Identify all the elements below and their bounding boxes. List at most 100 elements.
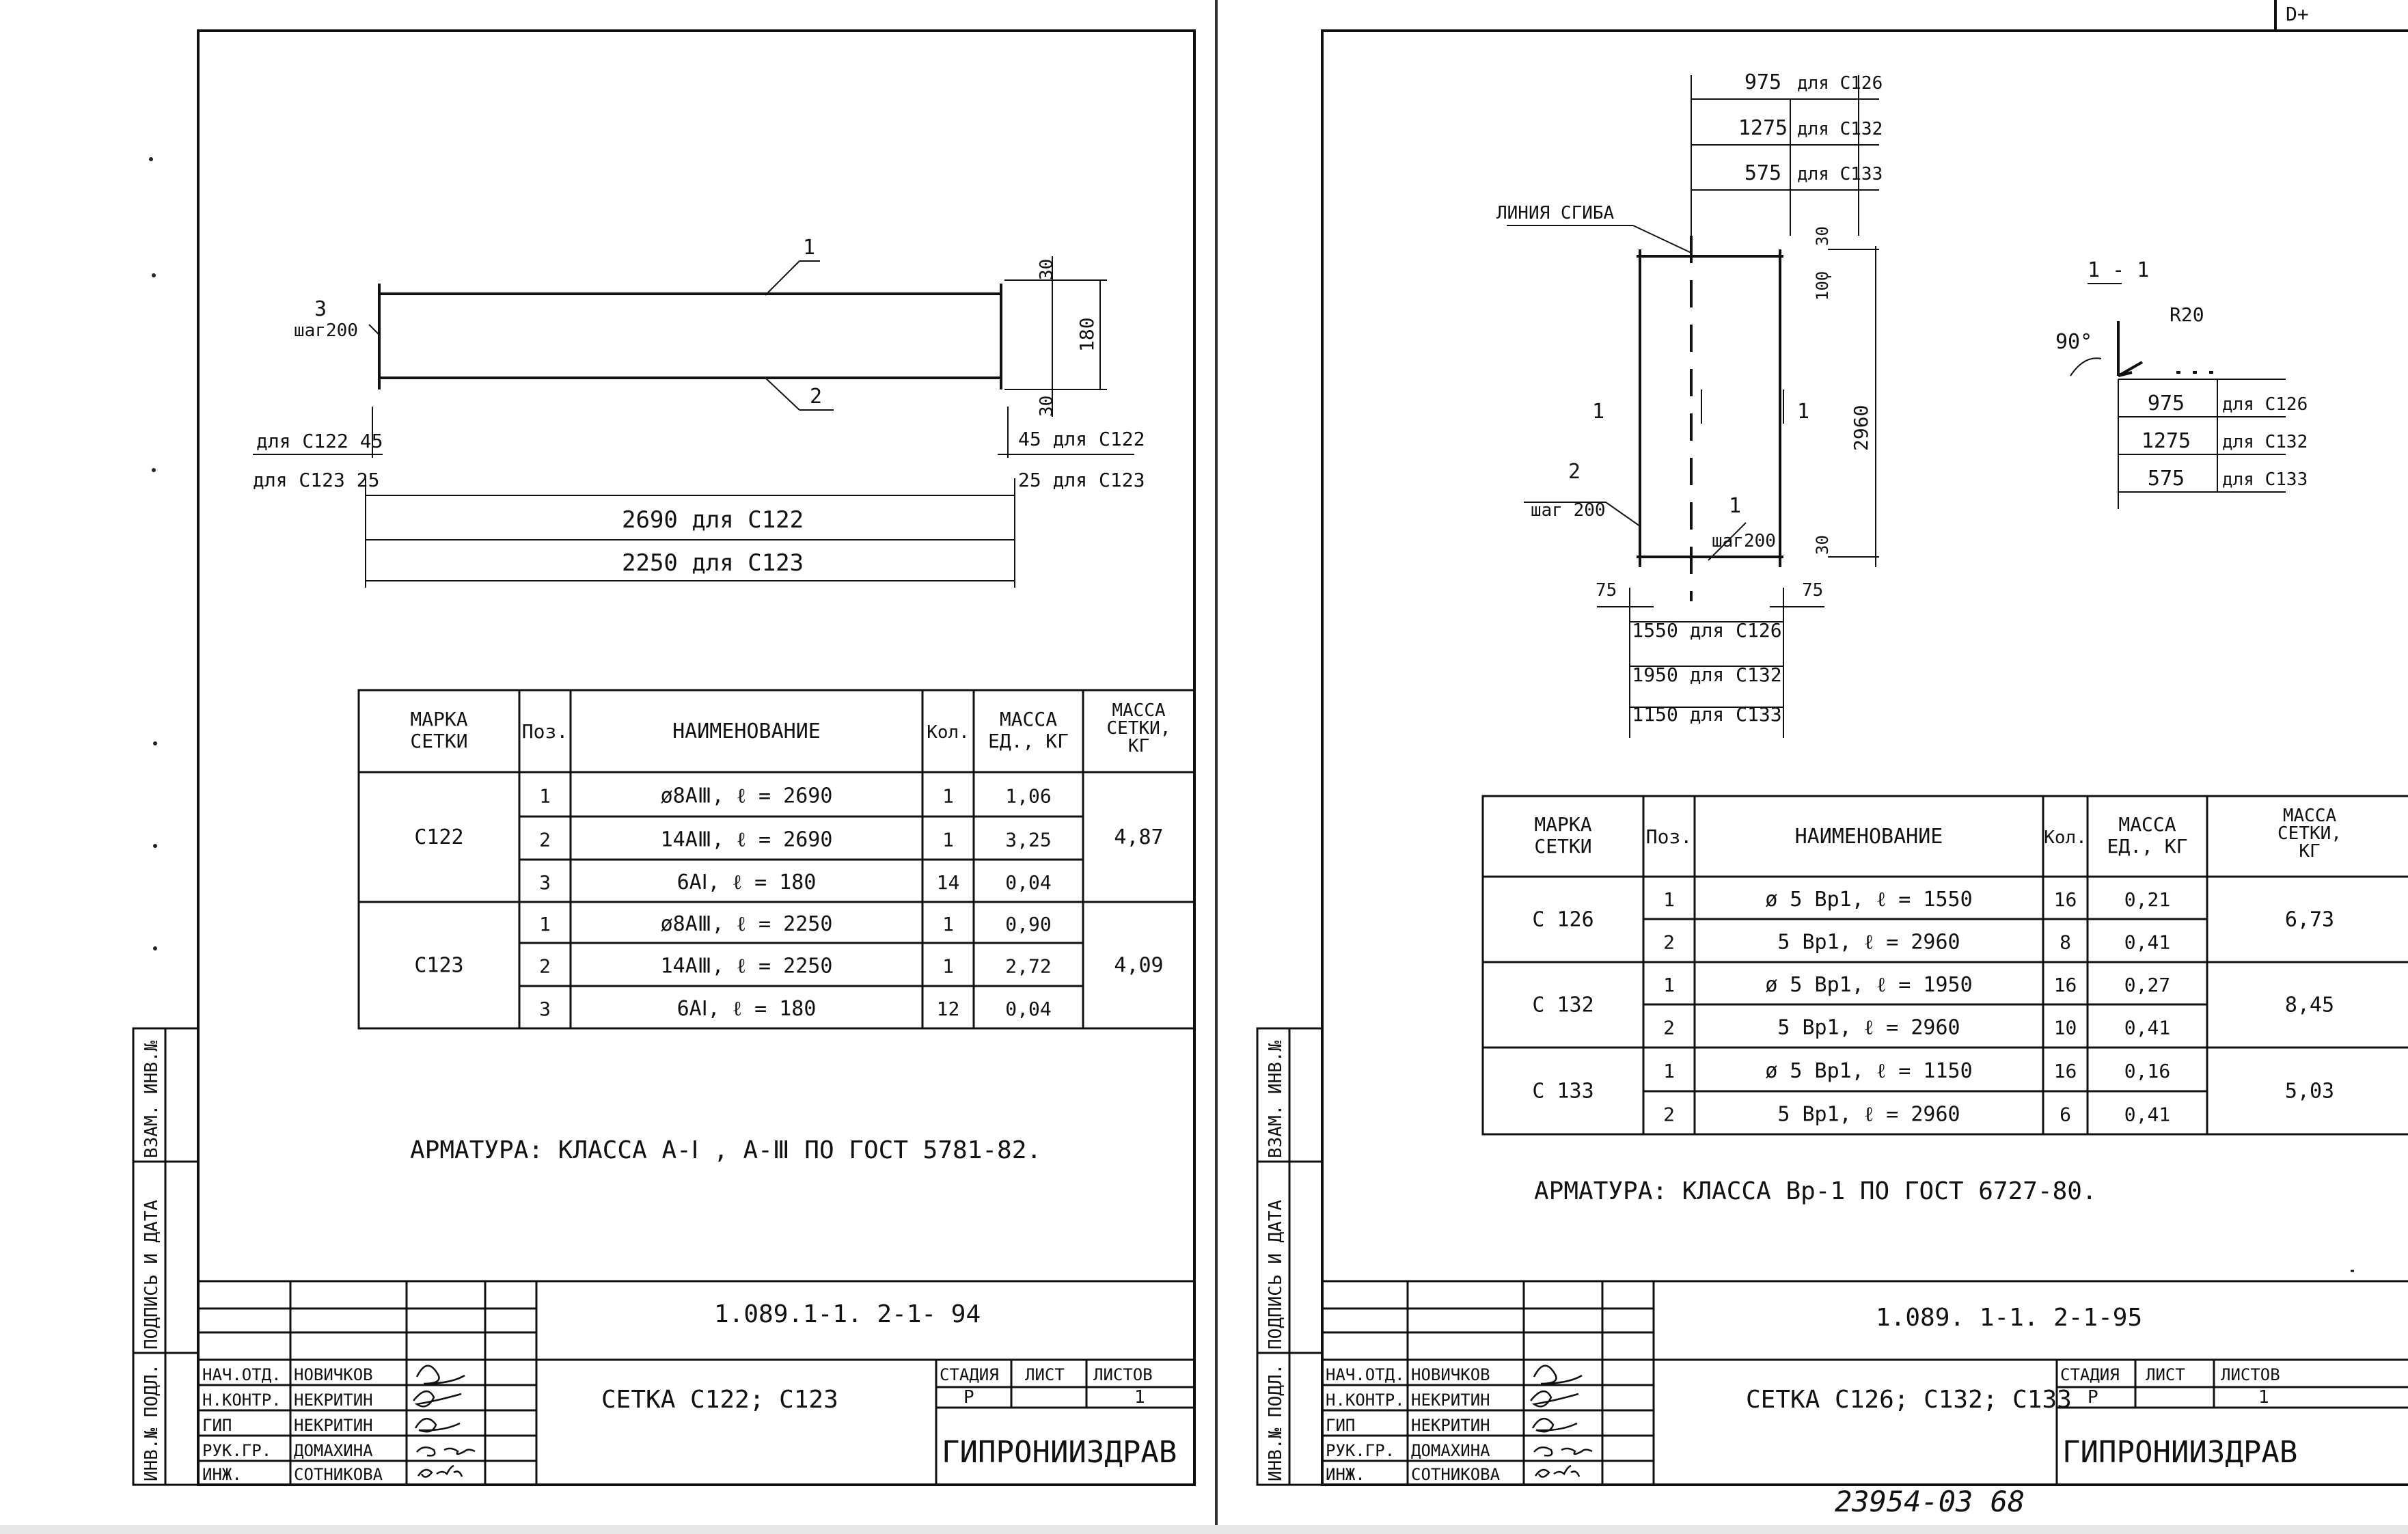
signer-name: НОВИЧКОВ bbox=[294, 1365, 373, 1384]
table-qty-cell: 16 bbox=[2054, 888, 2077, 911]
signer-role: ГИП bbox=[1326, 1416, 1355, 1435]
table-qty-cell: 10 bbox=[2054, 1017, 2077, 1039]
table-unit-mass-cell: 0,16 bbox=[2124, 1060, 2170, 1082]
table-mark-cell: С122 bbox=[414, 825, 463, 849]
left-sheets-value: 1 bbox=[1134, 1387, 1145, 1408]
table-header-unit-mass: МАССА bbox=[1000, 708, 1057, 730]
signer-name: НЕКРИТИН bbox=[294, 1391, 373, 1410]
left-length-c122: 2690 для С122 bbox=[622, 506, 804, 534]
table-unit-mass-cell: 0,04 bbox=[1005, 998, 1051, 1020]
right-dim-100: 100 bbox=[1813, 271, 1832, 301]
table-header-qty: Кол. bbox=[927, 722, 970, 743]
table-mark-cell: С123 bbox=[414, 954, 463, 978]
signer-role: Н.КОНТР. bbox=[202, 1391, 282, 1410]
table-pos-cell: 2 bbox=[1663, 931, 1675, 954]
right-dim-75-left: 75 bbox=[1596, 580, 1617, 601]
bottom-dim: 1550 для С126 bbox=[1632, 619, 1781, 642]
bottom-dim: 1150 для С133 bbox=[1632, 703, 1781, 726]
table-header-mark: СЕТКИ bbox=[410, 730, 467, 752]
right-reinforcement-note: АРМАТУРА: КЛАССА Вр-1 ПО ГОСТ 6727-80. bbox=[1534, 1177, 2097, 1205]
table-pos-cell: 2 bbox=[539, 955, 551, 978]
table-mark-cell: С 132 bbox=[1532, 994, 1593, 1017]
scan-dot bbox=[153, 741, 157, 745]
table-header-name: НАИМЕНОВАНИЕ bbox=[672, 720, 821, 743]
table-header-qty: Кол. bbox=[2044, 827, 2087, 848]
table-qty-cell: 12 bbox=[937, 998, 960, 1020]
table-header-pos: Поз. bbox=[522, 720, 568, 743]
table-name-cell: ø 5 Вр1, ℓ = 1550 bbox=[1765, 888, 1972, 912]
table-total-mass-cell: 5,03 bbox=[2285, 1080, 2334, 1104]
left-stamp-inv-replace: ВЗАМ. ИНВ.№ bbox=[141, 1040, 162, 1158]
left-dim-30-top: 30 bbox=[1037, 259, 1057, 280]
table-total-mass-cell: 6,73 bbox=[2285, 908, 2334, 932]
table-name-cell: 6АⅠ, ℓ = 180 bbox=[677, 871, 817, 894]
table-name-cell: 5 Вр1, ℓ = 2960 bbox=[1777, 1103, 1960, 1127]
table-pos-cell: 3 bbox=[539, 871, 551, 894]
right-stamp-inv-replace: ВЗАМ. ИНВ.№ bbox=[1265, 1040, 1286, 1158]
signer-role: ИНЖ. bbox=[1326, 1465, 1365, 1484]
table-qty-cell: 14 bbox=[937, 871, 960, 894]
top-dim-value: 975 bbox=[1745, 70, 1781, 94]
right-dim-75-right: 75 bbox=[1802, 580, 1823, 601]
right-org-name: ГИПРОНИИЗДРАВ bbox=[2062, 1435, 2297, 1470]
left-sheets-label: ЛИСТОВ bbox=[1093, 1365, 1153, 1384]
table-qty-cell: 1 bbox=[942, 785, 954, 808]
archive-number: 23954-03 68 bbox=[1835, 1485, 2025, 1518]
right-frame bbox=[1321, 0, 2408, 1486]
scan-dot bbox=[153, 946, 157, 950]
table-unit-mass-cell: 0,04 bbox=[1005, 871, 1051, 894]
section-dim-value: 1275 bbox=[2142, 429, 2191, 453]
table-total-mass-cell: 8,45 bbox=[2285, 994, 2334, 1017]
table-qty-cell: 1 bbox=[942, 829, 954, 851]
signer-name: НЕКРИТИН bbox=[1411, 1416, 1490, 1435]
table-pos-cell: 3 bbox=[539, 998, 551, 1020]
signer-role: НАЧ.ОТД. bbox=[1326, 1365, 1405, 1384]
table-name-cell: 14АⅢ, ℓ = 2250 bbox=[661, 955, 833, 978]
table-name-cell: ø 5 Вр1, ℓ = 1950 bbox=[1765, 973, 1972, 997]
right-section-title: 1 - 1 bbox=[2088, 258, 2149, 282]
signer-role: ГИП bbox=[202, 1416, 232, 1435]
right-pos1-label: 1 bbox=[1729, 494, 1741, 518]
left-dim-180: 180 bbox=[1076, 317, 1098, 352]
right-sheets-value: 1 bbox=[2258, 1387, 2269, 1408]
signer-name: ДОМАХИНА bbox=[294, 1441, 373, 1460]
table-header-mark: СЕТКИ bbox=[1534, 835, 1591, 858]
table-qty-cell: 1 bbox=[942, 913, 954, 935]
right-corner-mark: D+ bbox=[2286, 3, 2309, 25]
table-pos-cell: 2 bbox=[1663, 1104, 1675, 1126]
table-unit-mass-cell: 0,41 bbox=[2124, 931, 2170, 954]
table-name-cell: 5 Вр1, ℓ = 2960 bbox=[1777, 931, 1960, 955]
signer-role: Н.КОНТР. bbox=[1326, 1391, 1405, 1410]
table-mark-cell: С 133 bbox=[1532, 1080, 1593, 1104]
signer-role: ИНЖ. bbox=[202, 1465, 242, 1484]
table-pos-cell: 1 bbox=[1663, 888, 1675, 911]
table-pos-cell: 1 bbox=[539, 785, 551, 808]
sheet-separator bbox=[1215, 0, 1218, 1534]
right-pos2-note: шаг 200 bbox=[1531, 500, 1606, 521]
left-stamp-inv-orig: ИНВ.№ ПОДЛ. bbox=[141, 1364, 162, 1481]
top-dim-label: для С132 bbox=[1797, 119, 1883, 139]
table-header-total-mass: СЕТКИ, bbox=[1107, 718, 1171, 739]
table-pos-cell: 1 bbox=[1663, 1060, 1675, 1082]
table-header-unit-mass: МАССА bbox=[2118, 813, 2176, 836]
top-dim-label: для С133 bbox=[1797, 164, 1883, 184]
scan-dot bbox=[152, 273, 156, 277]
section-dim-value: 575 bbox=[2148, 467, 2185, 491]
table-mark-cell: С 126 bbox=[1532, 908, 1593, 932]
signer-role: РУК.ГР. bbox=[202, 1441, 271, 1460]
left-mesh-drawing: 1 2 3 шаг200 30 180 30 для С122 45 для С… bbox=[253, 236, 1145, 588]
right-dim-30-top: 30 bbox=[1813, 226, 1832, 246]
right-doc-title: СЕТКА С126; С132; С133 bbox=[1746, 1386, 2072, 1414]
left-sheet-svg: ВЗАМ. ИНВ.№ ПОДПИСЬ И ДАТА ИНВ.№ ПОДЛ. 1… bbox=[132, 29, 1196, 1486]
table-header-name: НАИМЕНОВАНИЕ bbox=[1795, 825, 1943, 849]
left-signers: НАЧ.ОТД.Н.КОНТР.ГИПРУК.ГР.ИНЖ.НОВИЧКОВНЕ… bbox=[202, 1365, 383, 1484]
right-stage-value: Р bbox=[2088, 1387, 2098, 1408]
right-dim-2960: 2960 bbox=[1850, 405, 1872, 451]
left-stage-label: СТАДИЯ bbox=[940, 1365, 999, 1384]
table-name-cell: 14АⅢ, ℓ = 2690 bbox=[661, 828, 833, 852]
right-stage-label: СТАДИЯ bbox=[2060, 1365, 2120, 1384]
